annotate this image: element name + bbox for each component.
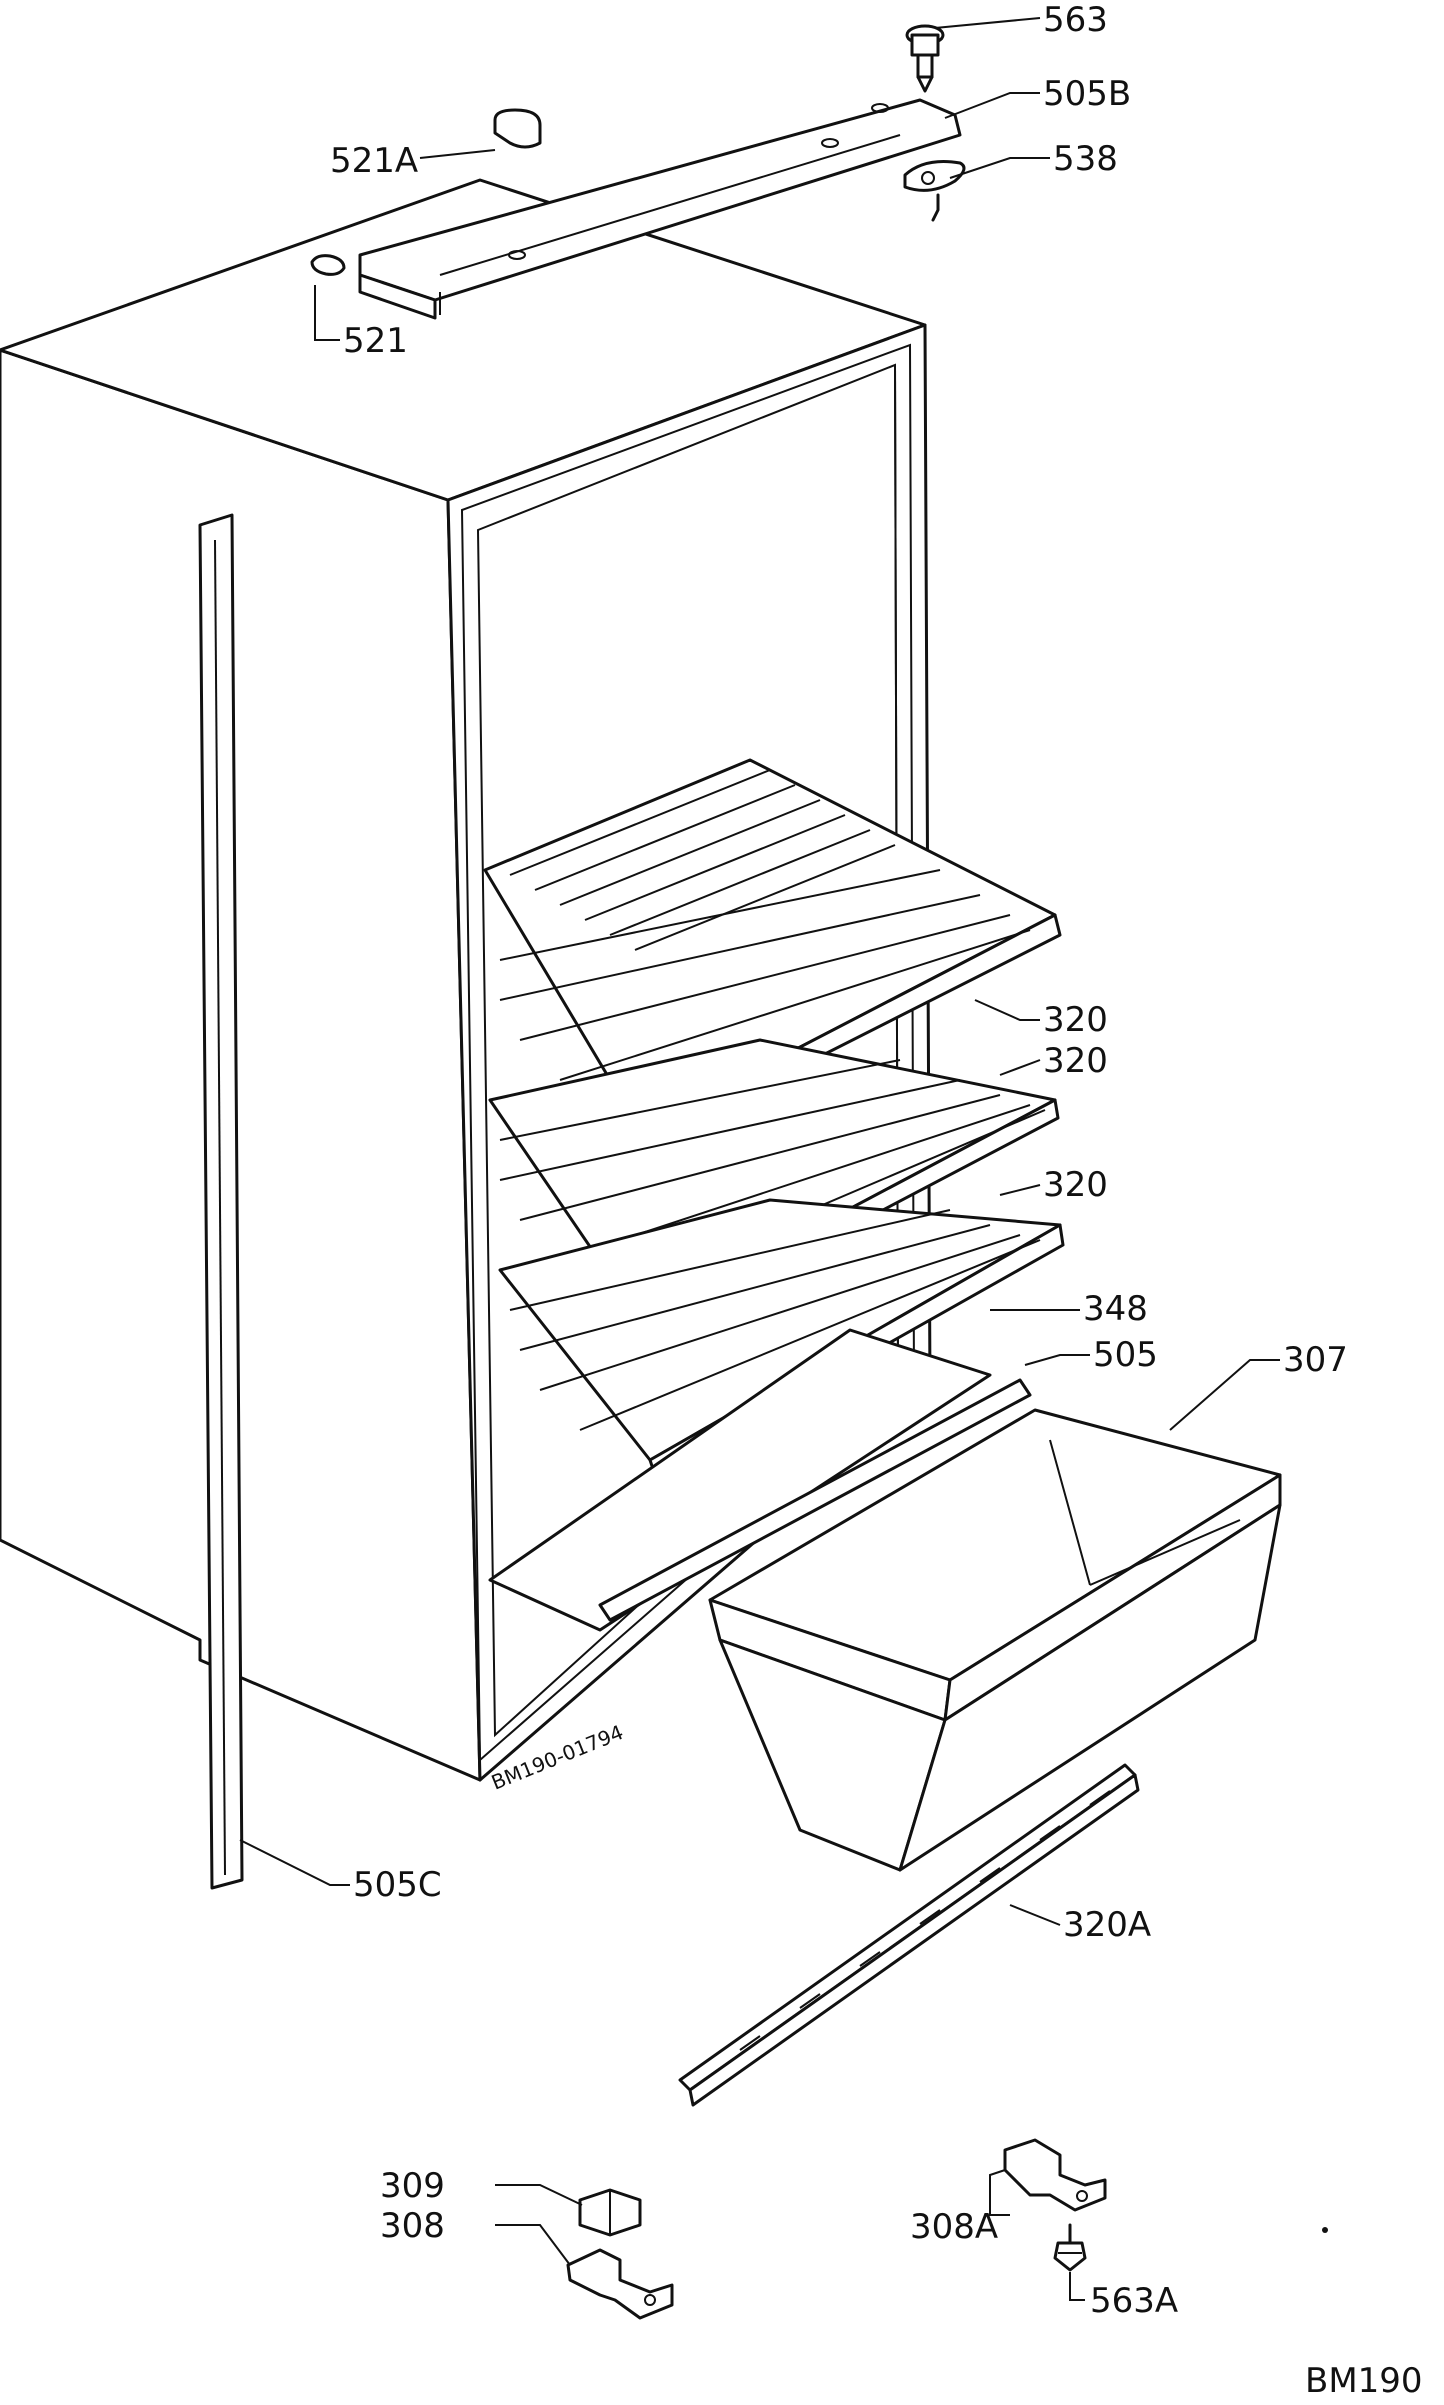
bracket-308a xyxy=(1003,2138,1107,2212)
rail-320a xyxy=(678,1763,1140,2107)
door-seal-strip xyxy=(198,513,244,1890)
crisper-drawer xyxy=(708,1408,1282,1872)
speck-mark xyxy=(1322,2227,1328,2233)
label-320-bottom: 320 xyxy=(1043,1165,1108,1205)
label-308a: 308A xyxy=(910,2207,998,2247)
label-563: 563 xyxy=(1043,0,1108,40)
plug-521a xyxy=(493,108,542,149)
label-538: 538 xyxy=(1053,139,1118,179)
label-505b: 505B xyxy=(1043,74,1131,114)
label-505: 505 xyxy=(1093,1335,1158,1375)
label-307: 307 xyxy=(1283,1340,1348,1380)
label-320-top: 320 xyxy=(1043,1000,1108,1040)
cap-309 xyxy=(578,2188,642,2237)
label-308: 308 xyxy=(380,2206,445,2246)
cover-strip-505 xyxy=(598,1378,1032,1622)
glass-plate-348 xyxy=(488,1328,992,1632)
bracket-308 xyxy=(566,2248,674,2320)
label-320-middle: 320 xyxy=(1043,1041,1108,1081)
label-348: 348 xyxy=(1083,1289,1148,1329)
label-320a: 320A xyxy=(1063,1905,1151,1945)
label-521a: 521A xyxy=(330,141,418,181)
label-563a: 563A xyxy=(1090,2281,1178,2321)
screw-563 xyxy=(905,24,945,93)
plug-521 xyxy=(310,254,346,276)
part-labels: 563 505B 521A 538 521 320 320 320 348 50… xyxy=(330,0,1348,2321)
label-309: 309 xyxy=(380,2166,445,2206)
screw-563a xyxy=(1053,2223,1087,2272)
hinge-pin-538 xyxy=(903,160,966,222)
top-hinge-plate xyxy=(358,98,962,320)
leader-lines xyxy=(239,17,1280,2301)
label-505c: 505C xyxy=(353,1865,442,1905)
label-521: 521 xyxy=(343,321,408,361)
sheet-code: BM190 xyxy=(1305,2361,1423,2400)
